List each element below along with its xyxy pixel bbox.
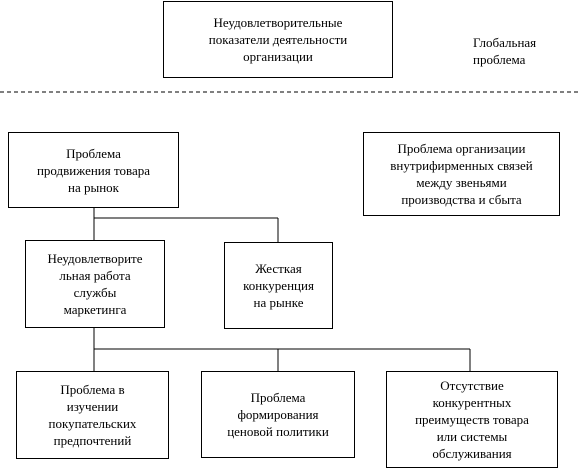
node-competition: Жесткая конкуренция на рынке bbox=[224, 242, 333, 329]
global-problem-label: Глобальная проблема bbox=[473, 35, 537, 67]
node-pricing-problem: Проблема формирования ценовой политики bbox=[201, 371, 355, 458]
node-marketing-problem: Неудовлетворите льная работа службы марк… bbox=[25, 240, 165, 328]
node-advantages-problem: Отсутствие конкурентных преимуществ това… bbox=[386, 371, 558, 468]
node-root-unsatisfactory-performance: Неудовлетворительные показатели деятельн… bbox=[163, 1, 393, 78]
node-preferences-problem: Проблема в изучении покупательских предп… bbox=[16, 371, 169, 459]
node-internal-links-problem: Проблема организации внутрифирменных свя… bbox=[363, 132, 560, 216]
node-promotion-problem: Проблема продвижения товара на рынок bbox=[8, 132, 179, 208]
